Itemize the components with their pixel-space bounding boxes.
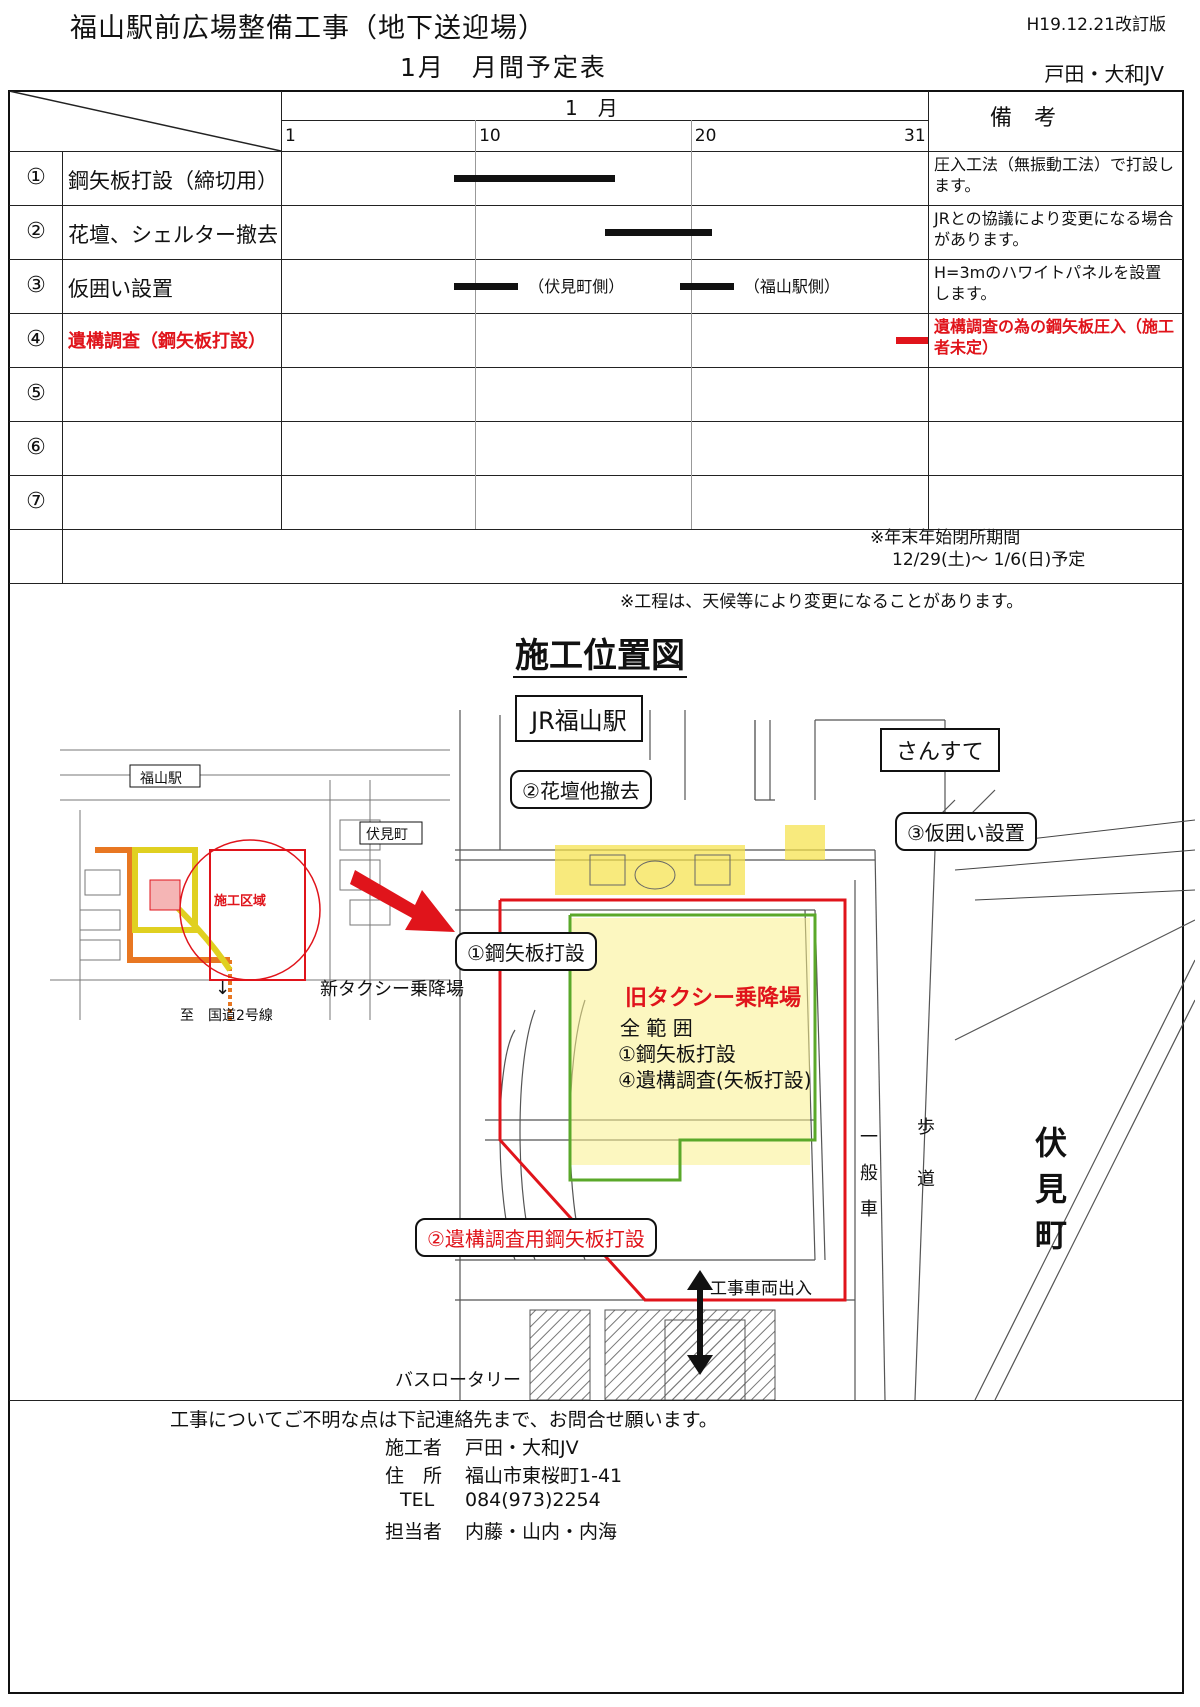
tel-label: TEL xyxy=(400,1489,435,1511)
overview-map: 福山駅 施工区域 伏見町 ↓ 至 国道2号線 xyxy=(20,720,460,1040)
fence-installation-label: ③仮囲い設置 xyxy=(895,812,1037,851)
row-divider xyxy=(9,421,1183,422)
day-tick-label: 20 xyxy=(694,126,717,146)
footer-inquiry: 工事についてご不明な点は下記連絡先まで、お問合せ願います。 xyxy=(170,1409,718,1431)
day-gridline xyxy=(475,120,477,529)
overview-map-drawing xyxy=(50,749,450,1020)
row-divider xyxy=(9,151,1183,152)
overview-station-label: 福山駅 xyxy=(140,771,182,787)
person-value: 内藤・山内・内海 xyxy=(465,1521,618,1543)
contractor-label: 施工者 xyxy=(385,1437,443,1459)
row-number: ② xyxy=(26,219,46,244)
day-gridline xyxy=(690,120,692,529)
month-label: 1 月 xyxy=(565,96,618,120)
schedule-bar xyxy=(453,283,519,290)
person-label: 担当者 xyxy=(385,1521,443,1543)
overview-route-label: 至 国道2号線 xyxy=(180,1008,273,1024)
row-divider xyxy=(9,313,1183,314)
vehicle-access-label: 工事車両出入 xyxy=(710,1279,812,1299)
row-number: ④ xyxy=(26,327,46,352)
remark-text: 圧入工法（無振動工法）で打設します。 xyxy=(934,155,1175,195)
footer-divider xyxy=(9,1400,1183,1401)
remark-text: H=3mのハワイトパネルを設置します。 xyxy=(934,263,1162,303)
scope-all-label: 全 範 囲 xyxy=(620,1016,693,1040)
old-taxi-label: 旧タクシー乗降場 xyxy=(625,986,802,1011)
remark-text: JRとの協議により変更になる場合があります。 xyxy=(934,209,1174,249)
contractor-value: 戸田・大和JV xyxy=(465,1437,579,1459)
company-label: 戸田・大和JV xyxy=(1044,62,1164,86)
closure-note-title: ※年末年始閉所期間 xyxy=(870,528,1021,548)
address-value: 福山市東桜町1-41 xyxy=(465,1465,623,1487)
row-number: ① xyxy=(26,165,46,190)
survey-pile-label: ②遺構調査用鋼矢板打設 xyxy=(415,1218,657,1257)
row-number: ⑥ xyxy=(26,435,46,460)
detail-map-drawing xyxy=(455,710,1195,1400)
schedule-bar-label: （伏見町側） xyxy=(528,277,625,296)
sheet-pile-label: ①鋼矢板打設 xyxy=(455,932,597,971)
document-subtitle: 1月 月間予定表 xyxy=(400,53,607,82)
pointer-arrow-icon xyxy=(350,870,455,932)
overview-area-label: 施工区域 xyxy=(214,894,267,909)
sidewalk-label: 歩道 xyxy=(917,1117,935,1190)
general-car-label: 一般車 xyxy=(860,1127,878,1220)
column-divider xyxy=(62,151,63,583)
row-divider xyxy=(9,259,1183,260)
row-divider xyxy=(9,583,1183,584)
month-header-divider xyxy=(281,120,928,121)
day-tick-label: 1 xyxy=(285,126,296,146)
map-title-text: 施工位置図 xyxy=(513,636,687,678)
schedule-bar xyxy=(895,337,928,344)
scope-pile-label: ①鋼矢板打設 xyxy=(618,1042,736,1066)
row-number: ⑦ xyxy=(26,489,46,514)
jr-station-label: JR福山駅 xyxy=(515,695,643,742)
day-tick-label: 31 xyxy=(904,126,926,146)
sansute-label: さんすて xyxy=(880,728,1000,772)
remarks-header: 備 考 xyxy=(990,106,1057,131)
document-title: 福山駅前広場整備工事（地下送迎場） xyxy=(70,13,546,44)
overview-route-arrow: ↓ xyxy=(215,978,231,999)
detail-map: JR福山駅 さんすて ②花壇他撤去 ③仮囲い設置 ①鋼矢板打設 新タクシー乗降場… xyxy=(320,695,1195,1400)
row-divider xyxy=(9,529,1183,530)
task-name: 花壇、シェルター撤去 xyxy=(68,223,278,247)
weather-note: ※工程は、天候等により変更になることがあります。 xyxy=(620,592,1024,612)
day-tick-label: 10 xyxy=(479,126,501,146)
map-title: 施工位置図 xyxy=(0,628,1200,678)
schedule-bar-label: （福山駅側） xyxy=(743,277,840,296)
row-divider xyxy=(9,475,1183,476)
tel-value: 084(973)2254 xyxy=(465,1489,601,1511)
row-number: ⑤ xyxy=(26,381,46,406)
task-name: 鋼矢板打設（締切用） xyxy=(68,169,278,193)
schedule-bar xyxy=(679,283,734,290)
new-taxi-label: 新タクシー乗降場 xyxy=(320,979,464,1000)
schedule-bar xyxy=(604,229,713,236)
row-number: ③ xyxy=(26,273,46,298)
fushimi-large-label: 伏見町 xyxy=(1035,1124,1068,1254)
task-name: 仮囲い設置 xyxy=(68,277,173,301)
address-label: 住 所 xyxy=(385,1465,443,1487)
scope-survey-label: ④遺構調査(矢板打設) xyxy=(618,1068,812,1092)
schedule-bar xyxy=(453,175,616,182)
task-name: 遺構調査（鋼矢板打設） xyxy=(68,331,266,352)
revision-label: H19.12.21改訂版 xyxy=(1026,15,1167,35)
row-divider xyxy=(9,367,1183,368)
column-divider xyxy=(928,91,929,529)
column-divider xyxy=(281,91,282,529)
bus-rotary-label: バスロータリー xyxy=(395,1370,521,1391)
remark-text: 遺構調査の為の鋼矢板圧入（施工者未定） xyxy=(934,317,1175,357)
row-divider xyxy=(9,205,1183,206)
overview-fushimi-label: 伏見町 xyxy=(366,827,408,843)
schedule-table: 1 月 備 考 ※年末年始閉所期間 12/29(土)〜 1/6(日)予定 1 10… xyxy=(0,0,1200,590)
page-frame xyxy=(8,90,1184,1694)
closure-note-dates: 12/29(土)〜 1/6(日)予定 xyxy=(892,550,1086,570)
header-diagonal xyxy=(9,91,281,151)
flowerbed-removal-label: ②花壇他撤去 xyxy=(510,770,652,809)
